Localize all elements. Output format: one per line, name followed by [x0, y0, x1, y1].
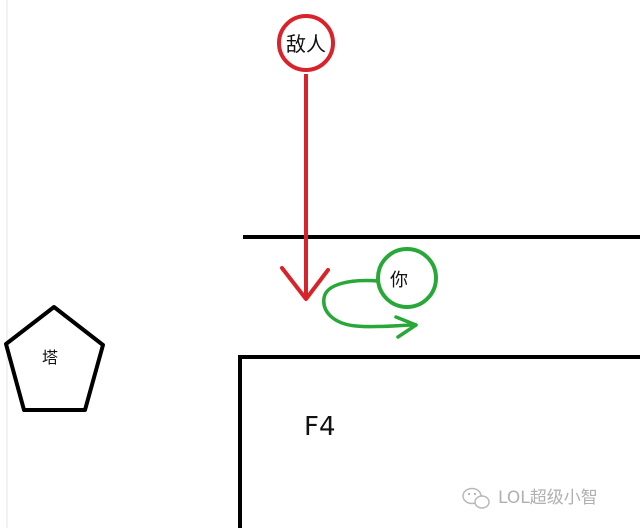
- enemy-circle: [277, 14, 335, 72]
- tower-pentagon: [4, 305, 105, 412]
- you-circle: [376, 247, 438, 309]
- wall-label: F4: [304, 412, 336, 442]
- you-path-arrow-head: [394, 315, 418, 339]
- tower-label: 塔: [42, 348, 58, 367]
- enemy-arrow-head: [280, 266, 330, 301]
- watermark-text: LOL超级小智: [498, 488, 598, 508]
- you-movement-path: [322, 278, 418, 329]
- wechat-icon: [462, 487, 490, 509]
- enemy-label: 敌人: [286, 32, 326, 56]
- you-label: 你: [390, 270, 408, 291]
